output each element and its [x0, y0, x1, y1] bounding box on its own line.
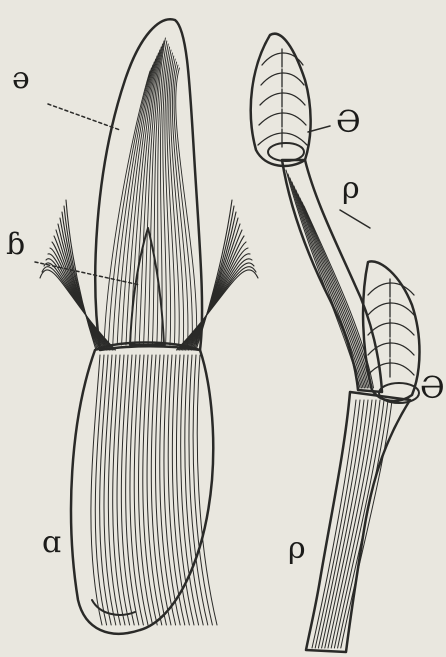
label-stem-lower: ρ [288, 534, 306, 564]
label-outer-scale: ɑ [42, 528, 61, 558]
label-stem-upper: ρ [342, 174, 360, 204]
label-terminal-bud: Ə [336, 108, 361, 138]
opened-bud [35, 19, 258, 634]
label-lateral-bud: Ə [420, 374, 445, 404]
label-inner-scale-mid: ɓ [6, 230, 25, 260]
label-inner-scale-upper: ə [12, 64, 30, 94]
